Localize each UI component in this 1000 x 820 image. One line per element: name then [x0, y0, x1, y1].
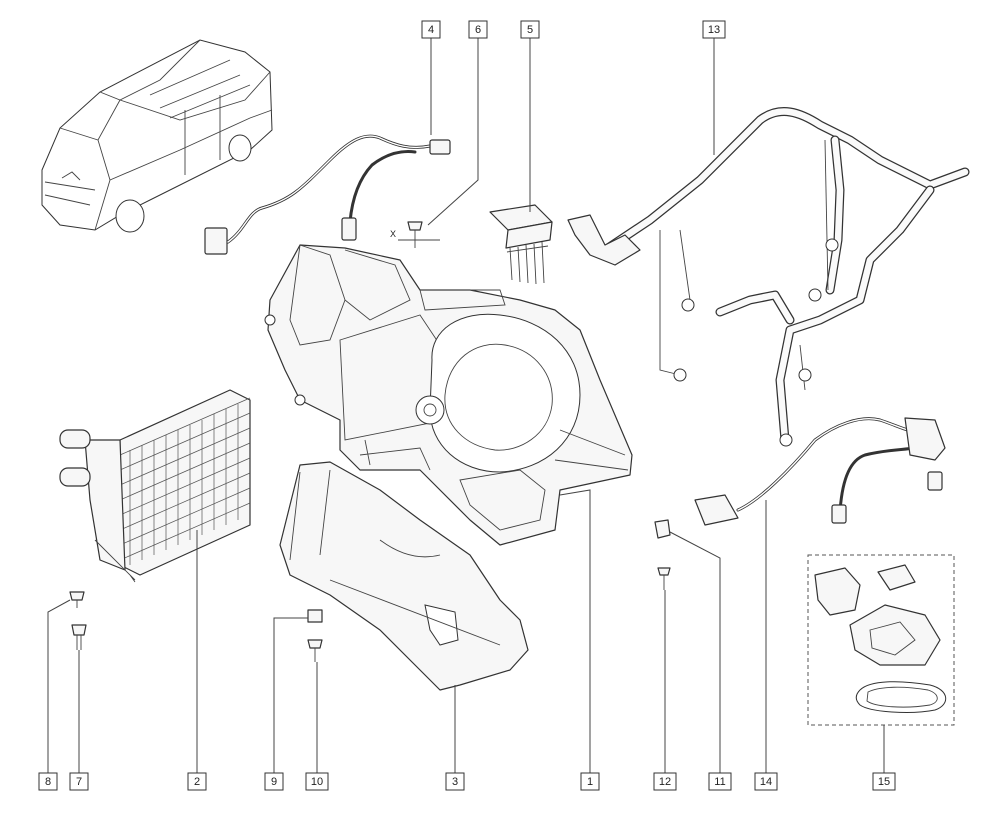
callout-label-6: 6 — [475, 24, 481, 36]
sensor-harness-14 — [694, 417, 946, 526]
callout-11: 11 — [708, 772, 732, 791]
resistor-5 — [489, 204, 553, 285]
callout-15: 15 — [872, 772, 896, 791]
callout-12: 12 — [653, 772, 677, 791]
screw-6: X — [390, 221, 440, 248]
callout-label-15: 15 — [878, 776, 890, 788]
callout-label-2: 2 — [194, 776, 200, 788]
callout-5: 5 — [520, 20, 540, 39]
screw-12 — [657, 567, 671, 590]
callout-1: 1 — [580, 772, 600, 791]
pipes-13 — [567, 107, 970, 447]
callout-6: 6 — [468, 20, 488, 39]
leader-lines — [47, 38, 885, 773]
callout-label-3: 3 — [452, 776, 458, 788]
callout-label-11: 11 — [714, 776, 725, 788]
fastener-7 — [71, 624, 87, 650]
callout-8: 8 — [38, 772, 58, 791]
callout-9: 9 — [264, 772, 284, 791]
fastener-9 — [307, 609, 323, 623]
fastener-8 — [69, 591, 85, 608]
clip-11 — [654, 519, 671, 539]
callout-13: 13 — [702, 20, 726, 39]
heater-core-2 — [59, 389, 251, 583]
callout-label-8: 8 — [45, 776, 51, 788]
callout-10: 10 — [305, 772, 329, 791]
callout-14: 14 — [754, 772, 778, 791]
callout-2: 2 — [187, 772, 207, 791]
callout-3: 3 — [445, 772, 465, 791]
heater-core-grid — [119, 397, 251, 565]
callout-label-9: 9 — [271, 776, 277, 788]
wiring-harness-4 — [204, 134, 451, 255]
hvac-housing-1 — [264, 244, 633, 546]
callout-7: 7 — [69, 772, 89, 791]
callout-label-10: 10 — [311, 776, 323, 788]
axis-label: X — [390, 229, 396, 239]
callout-label-7: 7 — [76, 776, 82, 788]
van-illustration — [41, 39, 273, 233]
callout-label-13: 13 — [708, 24, 720, 36]
lower-duct-3 — [279, 461, 529, 691]
callout-label-12: 12 — [659, 776, 671, 788]
callout-4: 4 — [421, 20, 441, 39]
actuator-kit-15 — [807, 554, 955, 726]
callout-label-14: 14 — [760, 776, 772, 788]
callout-label-4: 4 — [428, 24, 434, 36]
callout-label-1: 1 — [587, 776, 593, 788]
callout-label-5: 5 — [527, 24, 533, 36]
fastener-10 — [307, 639, 323, 662]
